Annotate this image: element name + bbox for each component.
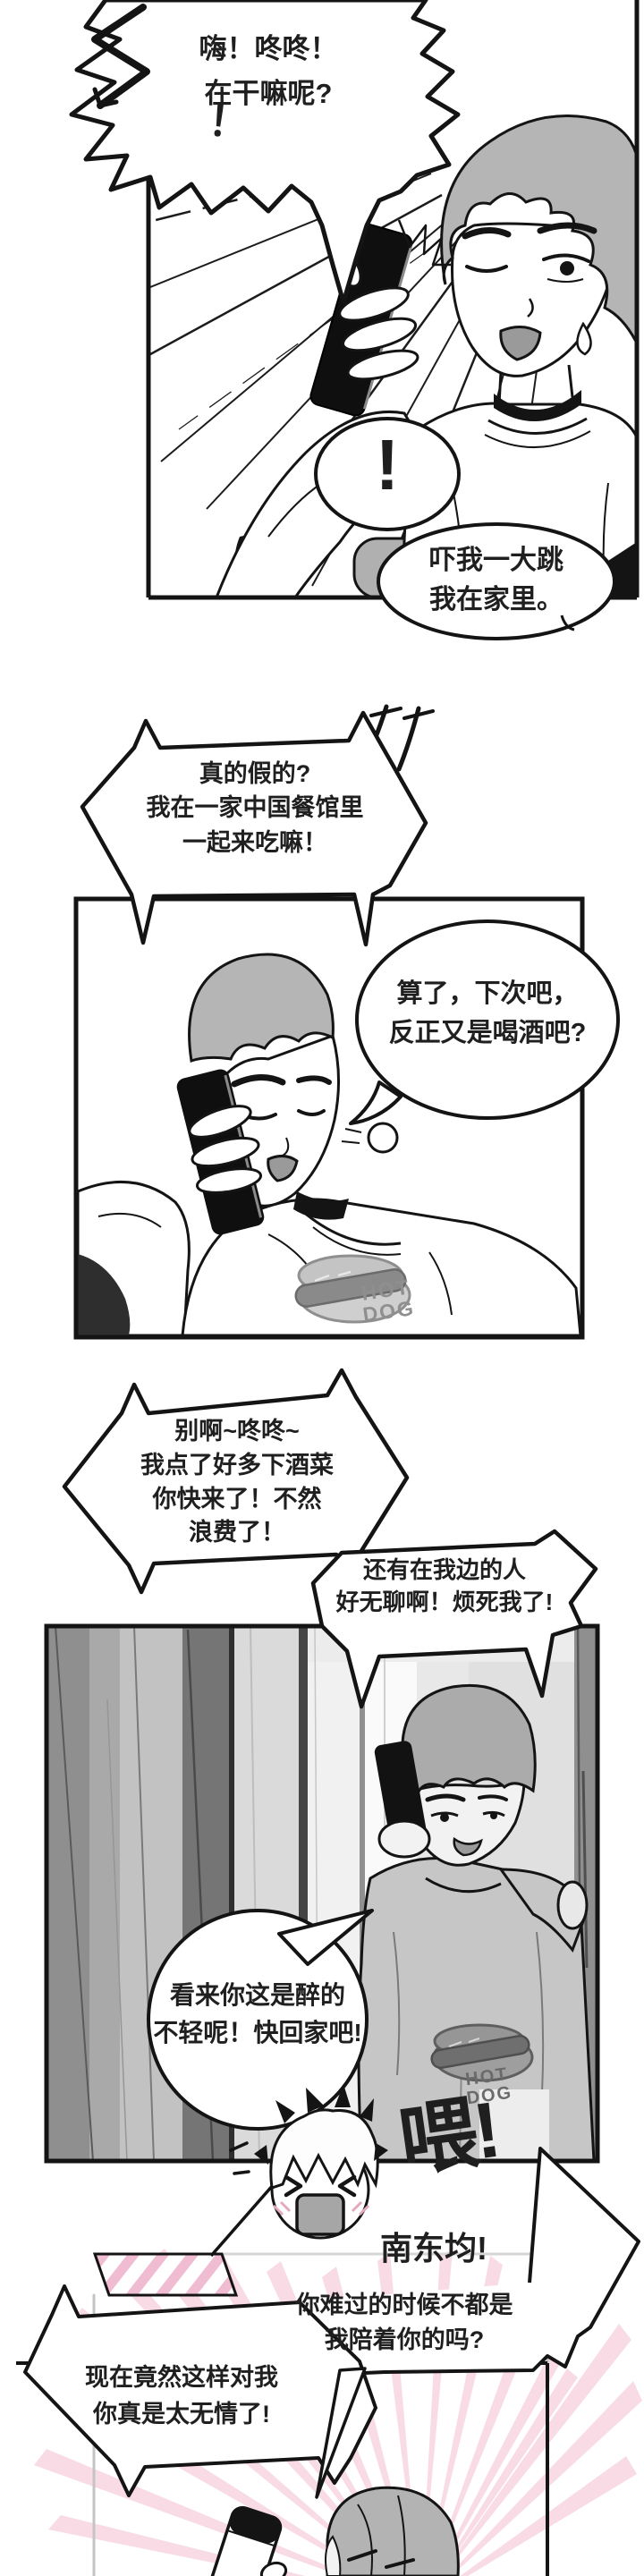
speech-bubble-exclaim <box>314 417 461 531</box>
eyebrow-3b <box>478 1794 508 1801</box>
sad-bubble-text: 你难过的时候不都是 我陪着你的吗? <box>295 2292 513 2354</box>
hotdog-print-2 <box>294 1254 411 1324</box>
hotdog-print-3 <box>430 2023 534 2082</box>
open-mouth <box>499 326 542 361</box>
open-eye <box>542 253 590 263</box>
next-time-bubble-text: 算了，下次吧， 反正又是喝酒吧? <box>388 979 587 1047</box>
eyebrow-left <box>462 227 512 240</box>
sad-bubble-tail <box>315 2367 367 2499</box>
squeezed-eye-left <box>284 2174 303 2198</box>
annoyed-bubble-text: 还有在我边的人 好无聊啊！烦死我了! <box>335 1556 554 1615</box>
eye-3a <box>430 1811 459 1818</box>
startled-bubble-text: 吓我一大跳 我在家里。 <box>429 546 564 614</box>
hand-bottom <box>259 2561 288 2576</box>
eyebrow-right <box>537 222 597 234</box>
drunk-bubble-text: 看来你这是醉的 不轻呢！快回家吧! <box>153 1981 362 2046</box>
speech-bubble-heartless <box>23 2284 377 2497</box>
dont-waste-bubble-text: 别啊~咚咚~ 我点了好多下酒菜 你快来了！不然 浪费了！ <box>140 1418 334 1546</box>
panel-2-border <box>73 896 585 1340</box>
nose <box>527 298 534 318</box>
speech-bubble-startled <box>377 522 616 640</box>
sweat-drop <box>576 321 592 356</box>
hair-2 <box>188 953 335 1063</box>
eyebrow-2a <box>231 1074 286 1088</box>
speech-bubble-shout <box>69 0 461 305</box>
speech-bubble-sad <box>270 2148 639 2374</box>
squeezed-eye-right <box>337 2174 357 2198</box>
speech-bubble-next-time <box>355 919 620 1120</box>
mouth-3 <box>453 1836 483 1857</box>
sigh-puff <box>367 1122 399 1154</box>
hand-3a <box>377 1819 431 1859</box>
hair <box>440 114 637 347</box>
shout-bubble-text: 嗨！咚咚！ 在干嘛呢? <box>199 33 338 109</box>
face-3 <box>411 1777 526 1867</box>
exclaim-doodle: ！ <box>206 97 252 148</box>
hair-3 <box>401 1683 537 1800</box>
speech-bubble-dont-waste <box>62 1368 410 1595</box>
pillow-shadow <box>78 1254 131 1335</box>
startled-curl <box>560 614 575 631</box>
bottom-scene <box>16 2084 642 2576</box>
phone-bottom <box>203 2505 283 2576</box>
chibi-crying-face <box>229 2084 388 2240</box>
speech-bubble-annoyed <box>310 1529 598 1709</box>
hand-2 <box>188 1105 263 1194</box>
eyebrow-3a <box>425 1793 466 1802</box>
chibi-pointer-line <box>209 2182 275 2258</box>
hand-3b <box>556 1880 589 1930</box>
drunk-tail <box>277 1909 374 1966</box>
wink-eye <box>465 265 508 273</box>
head-bottom <box>325 2486 460 2576</box>
striped-banner <box>92 2252 239 2297</box>
bolt-tail <box>91 4 150 109</box>
next-time-tail <box>349 1080 402 1125</box>
panel-2 <box>73 896 620 1340</box>
eyebrow-2b <box>296 1075 332 1085</box>
crackle-mark <box>397 219 451 267</box>
exclaim-bubble-text: ! <box>375 425 400 504</box>
speech-bubble-drunk <box>147 1909 369 2131</box>
wailing-mouth <box>295 2193 345 2236</box>
heartless-bubble-text: 现在竟然这样对我 你真是太无情了! <box>85 2364 278 2428</box>
mouth-2 <box>267 1155 299 1182</box>
really-bubble-text: 真的假的? 我在一家中国餐馆里 一起来吃嘛！ <box>146 760 364 856</box>
speech-bubble-really <box>80 710 428 947</box>
closed-eye-2b <box>297 1109 326 1116</box>
name-call-text: 南东均! <box>380 2230 487 2267</box>
choker <box>293 1191 349 1220</box>
